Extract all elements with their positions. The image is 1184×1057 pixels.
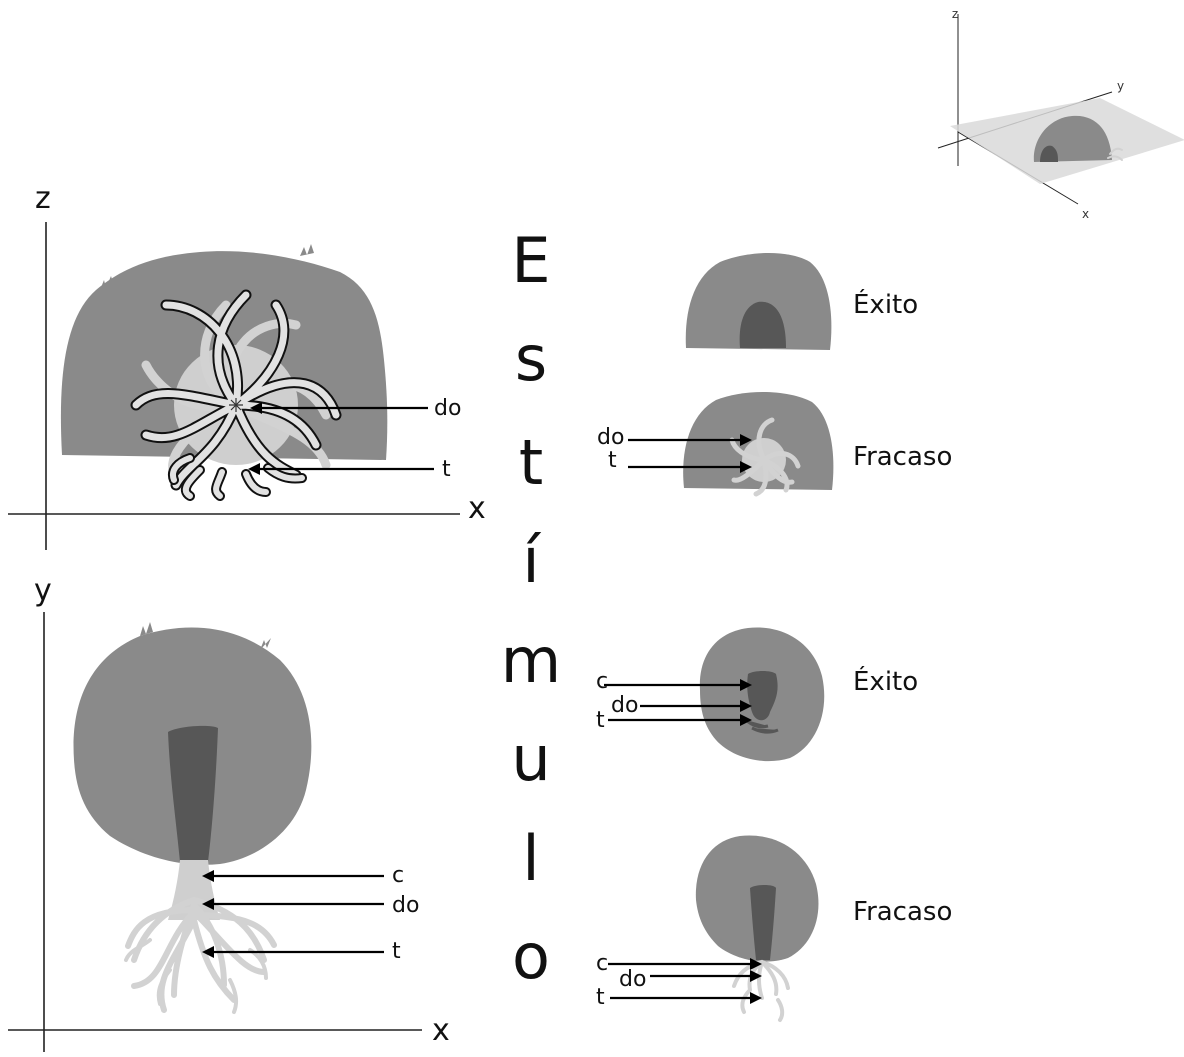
outcome-side-success: Éxito	[686, 253, 918, 350]
top-label-do: do	[392, 893, 419, 918]
outcome-top-failure-label-do: do	[619, 967, 646, 992]
outcome-side-failure-label-t: t	[608, 448, 617, 473]
side-view-panel: z x do t	[8, 181, 486, 550]
outcome-top-failure-label-t: t	[596, 985, 605, 1010]
outcome-top-failure: c do t Fracaso	[596, 835, 952, 1020]
stimulus-word: E s t í m u l o	[501, 224, 561, 993]
outcome-top-failure-arrow-t	[610, 992, 762, 1004]
side-label-do: do	[434, 396, 461, 421]
top-x-label: x	[432, 1013, 450, 1048]
stimulus-letter: í	[522, 524, 541, 597]
stimulus-letter: E	[511, 224, 550, 297]
side-x-label: x	[468, 491, 486, 526]
outcome-top-failure-label-c: c	[596, 951, 608, 976]
outcome-side-failure-label-do: do	[597, 425, 624, 450]
top-y-label: y	[34, 573, 52, 608]
top-anemone	[126, 860, 274, 1012]
stimulus-letter: u	[511, 722, 550, 795]
side-z-label: z	[35, 181, 51, 216]
outcome-top-success-label-do: do	[611, 693, 638, 718]
inset-y-label: y	[1117, 79, 1124, 93]
top-label-t: t	[392, 939, 401, 964]
stimulus-letter: o	[512, 920, 550, 993]
outcome-label-top-success: Éxito	[853, 665, 918, 697]
stimulus-letter: m	[501, 624, 561, 697]
outcome-top-success-label-t: t	[596, 708, 605, 733]
outcome-side-failure: do t Fracaso	[597, 392, 952, 494]
inset-3d-view: z y x	[938, 7, 1184, 221]
outcome-top-success: c do t Éxito	[596, 627, 918, 761]
outcome-label-side-failure: Fracaso	[853, 442, 952, 472]
side-label-t: t	[442, 457, 451, 482]
outcome-top-success-label-c: c	[596, 669, 608, 694]
stimulus-letter: l	[522, 822, 539, 895]
inset-x-label: x	[1082, 207, 1089, 221]
stimulus-letter: t	[519, 426, 543, 499]
outcome-label-side-success: Éxito	[853, 288, 918, 320]
side-oral-disc-icon	[229, 398, 243, 412]
top-arrow-c	[202, 870, 384, 882]
top-label-c: c	[392, 863, 404, 888]
inset-z-label: z	[952, 7, 958, 21]
outcome-label-top-failure: Fracaso	[853, 897, 952, 927]
stimulus-letter: s	[515, 322, 547, 395]
top-arrow-do	[202, 898, 384, 910]
top-view-panel: y x c do t	[8, 573, 450, 1052]
